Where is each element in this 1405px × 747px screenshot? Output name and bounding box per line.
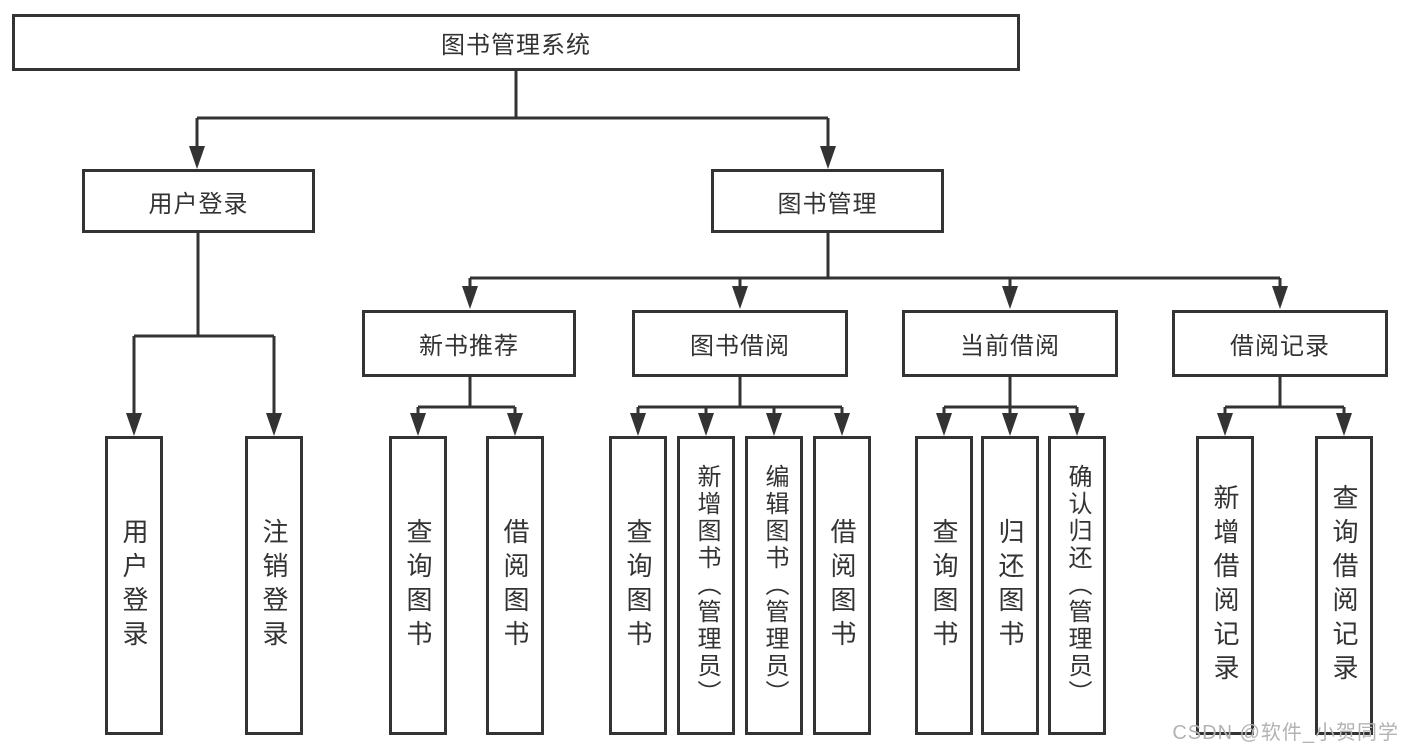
node-root: 图书管理系统 <box>12 14 1020 71</box>
node-new-book-recommend-label: 新书推荐 <box>419 333 519 360</box>
leaf-query-book-3: 查询图书 <box>915 436 973 735</box>
leaf-return-book-label: 归还图书 <box>995 517 1025 654</box>
node-current-borrowing: 当前借阅 <box>902 310 1118 377</box>
leaf-query-book-2-label: 查询图书 <box>623 517 653 654</box>
leaf-query-book-2: 查询图书 <box>609 436 667 735</box>
leaf-borrow-book-1-label: 借阅图书 <box>500 517 530 654</box>
leaf-edit-book-admin: 编辑图书（管理员） <box>745 436 803 735</box>
node-user-login: 用户登录 <box>82 169 315 233</box>
leaf-add-borrow-record: 新增借阅记录 <box>1196 436 1254 735</box>
leaf-user-login: 用户登录 <box>105 436 163 735</box>
leaf-borrow-book-2-label: 借阅图书 <box>827 517 857 654</box>
leaf-query-borrow-record: 查询借阅记录 <box>1315 436 1373 735</box>
leaf-borrow-book-2: 借阅图书 <box>813 436 871 735</box>
leaf-confirm-return-admin-label: 确认归还（管理员） <box>1064 464 1091 707</box>
leaf-query-book-1: 查询图书 <box>389 436 447 735</box>
leaf-borrow-book-1: 借阅图书 <box>486 436 544 735</box>
node-book-borrowing: 图书借阅 <box>632 310 848 377</box>
leaf-add-borrow-record-label: 新增借阅记录 <box>1210 483 1240 688</box>
leaf-logout: 注销登录 <box>245 436 303 735</box>
leaf-return-book: 归还图书 <box>981 436 1039 735</box>
csdn-watermark: CSDN @软件_小贺同学 <box>1172 722 1399 744</box>
arrowheads <box>126 146 1352 436</box>
node-borrowing-records: 借阅记录 <box>1172 310 1388 377</box>
leaf-user-login-label: 用户登录 <box>119 517 149 654</box>
node-borrowing-records-label: 借阅记录 <box>1230 333 1330 360</box>
leaf-query-borrow-record-label: 查询借阅记录 <box>1329 483 1359 688</box>
node-new-book-recommend: 新书推荐 <box>362 310 576 377</box>
node-book-borrowing-label: 图书借阅 <box>690 333 790 360</box>
node-root-label: 图书管理系统 <box>441 32 591 59</box>
node-current-borrowing-label: 当前借阅 <box>960 333 1060 360</box>
leaf-add-book-admin: 新增图书（管理员） <box>677 436 735 735</box>
leaf-query-book-1-label: 查询图书 <box>403 517 433 654</box>
node-book-management-label: 图书管理 <box>777 190 878 218</box>
node-book-management: 图书管理 <box>711 169 944 233</box>
leaf-add-book-admin-label: 新增图书（管理员） <box>693 464 720 707</box>
leaf-confirm-return-admin: 确认归还（管理员） <box>1048 436 1106 735</box>
leaf-logout-label: 注销登录 <box>259 517 289 654</box>
node-user-login-label: 用户登录 <box>148 190 249 218</box>
leaf-edit-book-admin-label: 编辑图书（管理员） <box>761 464 788 707</box>
leaf-query-book-3-label: 查询图书 <box>929 517 959 654</box>
